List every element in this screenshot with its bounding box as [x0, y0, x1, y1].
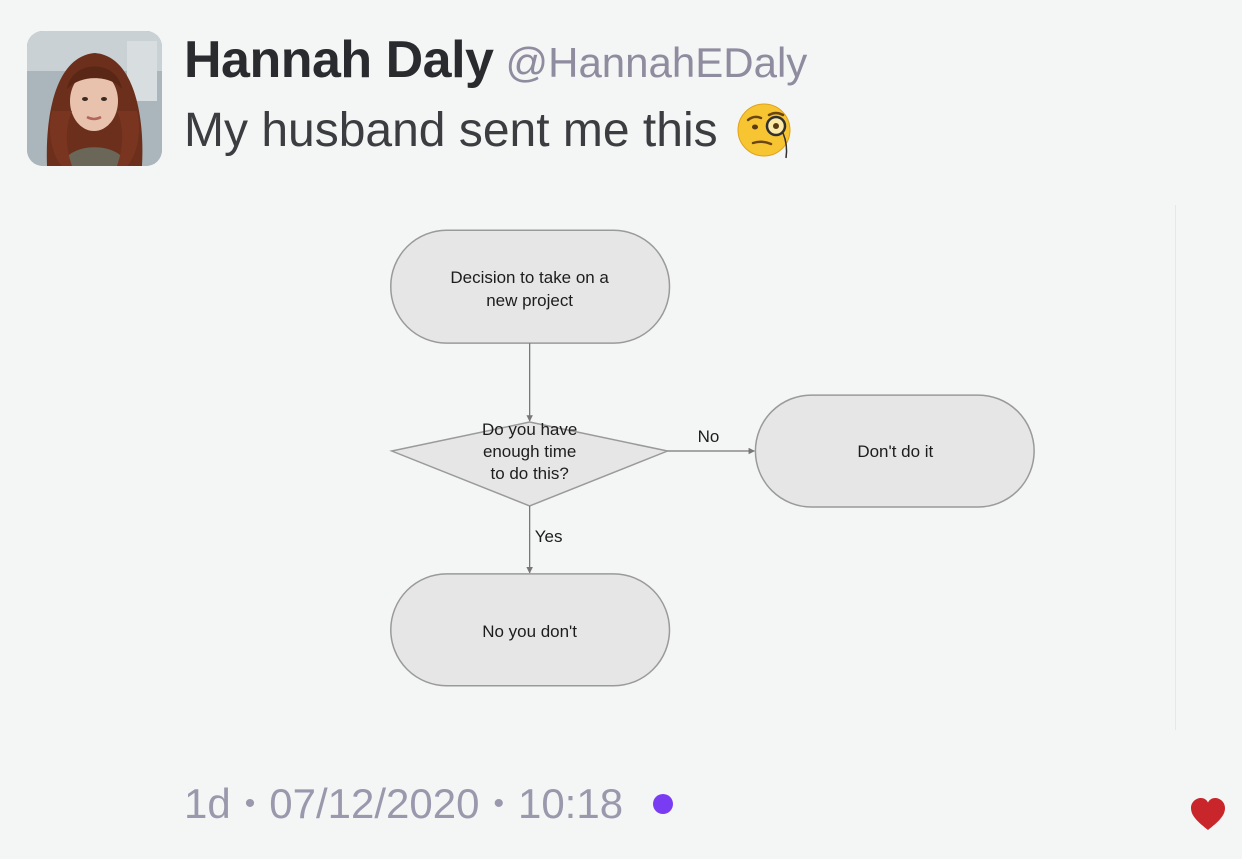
flowchart-decision-label-1: Do you have	[482, 420, 577, 439]
tweet-image-flowchart[interactable]: Decision to take on a new project Do you…	[170, 205, 1176, 730]
meta-separator: •	[244, 787, 256, 820]
author-name[interactable]: Hannah Daly	[184, 31, 494, 89]
tweet-time: 10:18	[517, 780, 624, 827]
avatar-image	[27, 31, 162, 166]
tweet-date: 07/12/2020	[269, 780, 480, 827]
flowchart-yes-outcome-label: No you don't	[482, 622, 577, 641]
tweet-age: 1d	[184, 780, 231, 827]
flowchart-no-label: No	[698, 427, 720, 446]
flowchart-yes-outcome-node	[390, 573, 671, 687]
avatar[interactable]	[27, 31, 162, 166]
flowchart-decision-label-3: to do this?	[490, 464, 568, 483]
tweet-header: Hannah Daly@HannahEDaly	[184, 30, 807, 90]
unread-indicator-dot	[653, 794, 674, 814]
tweet-body: My husband sent me this	[184, 100, 796, 160]
tweet-meta: 1d • 07/12/2020 • 10:18	[184, 780, 674, 828]
flowchart-yes-label: Yes	[535, 527, 563, 546]
flowchart-start-label-1: Decision to take on a	[450, 268, 609, 287]
author-handle[interactable]: @HannahEDaly	[505, 39, 808, 86]
flowchart-no-outcome-label: Don't do it	[857, 442, 933, 461]
meta-separator: •	[493, 787, 504, 820]
face-with-monocle-icon	[736, 100, 796, 160]
tweet-text: My husband sent me this	[184, 103, 718, 157]
flowchart-no-outcome-node	[754, 394, 1035, 508]
heart-icon[interactable]	[1190, 798, 1226, 832]
flowchart-start-node	[390, 229, 671, 344]
flowchart-start-label-2: new project	[486, 291, 573, 310]
flowchart-decision-label-2: enough time	[483, 442, 576, 461]
flowchart: Decision to take on a new project Do you…	[389, 229, 1035, 687]
